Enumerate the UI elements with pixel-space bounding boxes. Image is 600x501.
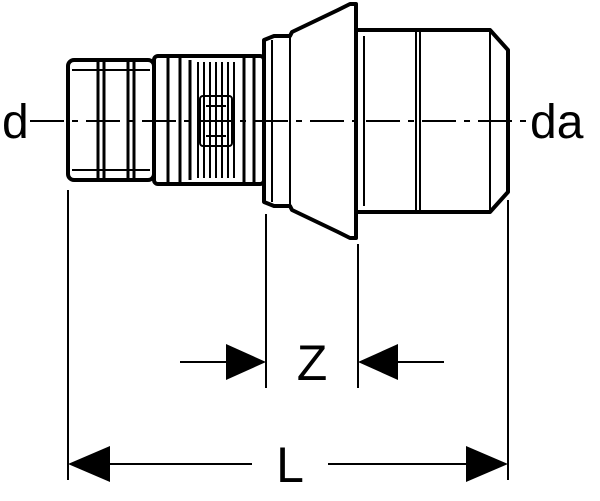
label-z: Z (297, 335, 328, 391)
dimension-l: L (68, 437, 508, 493)
arrow-right-icon (226, 344, 266, 380)
grip-ring (152, 54, 266, 186)
label-d: d (2, 96, 29, 149)
label-da: da (530, 96, 584, 149)
press-sleeve (66, 58, 156, 182)
arrow-left-icon (68, 446, 110, 482)
spigot-end (354, 28, 510, 214)
arrow-left-icon (358, 344, 398, 380)
dimension-z: Z (180, 335, 444, 391)
fitting-body (262, 2, 358, 240)
label-l: L (276, 437, 304, 493)
extension-lines (67, 190, 509, 480)
arrow-right-icon (466, 446, 508, 482)
